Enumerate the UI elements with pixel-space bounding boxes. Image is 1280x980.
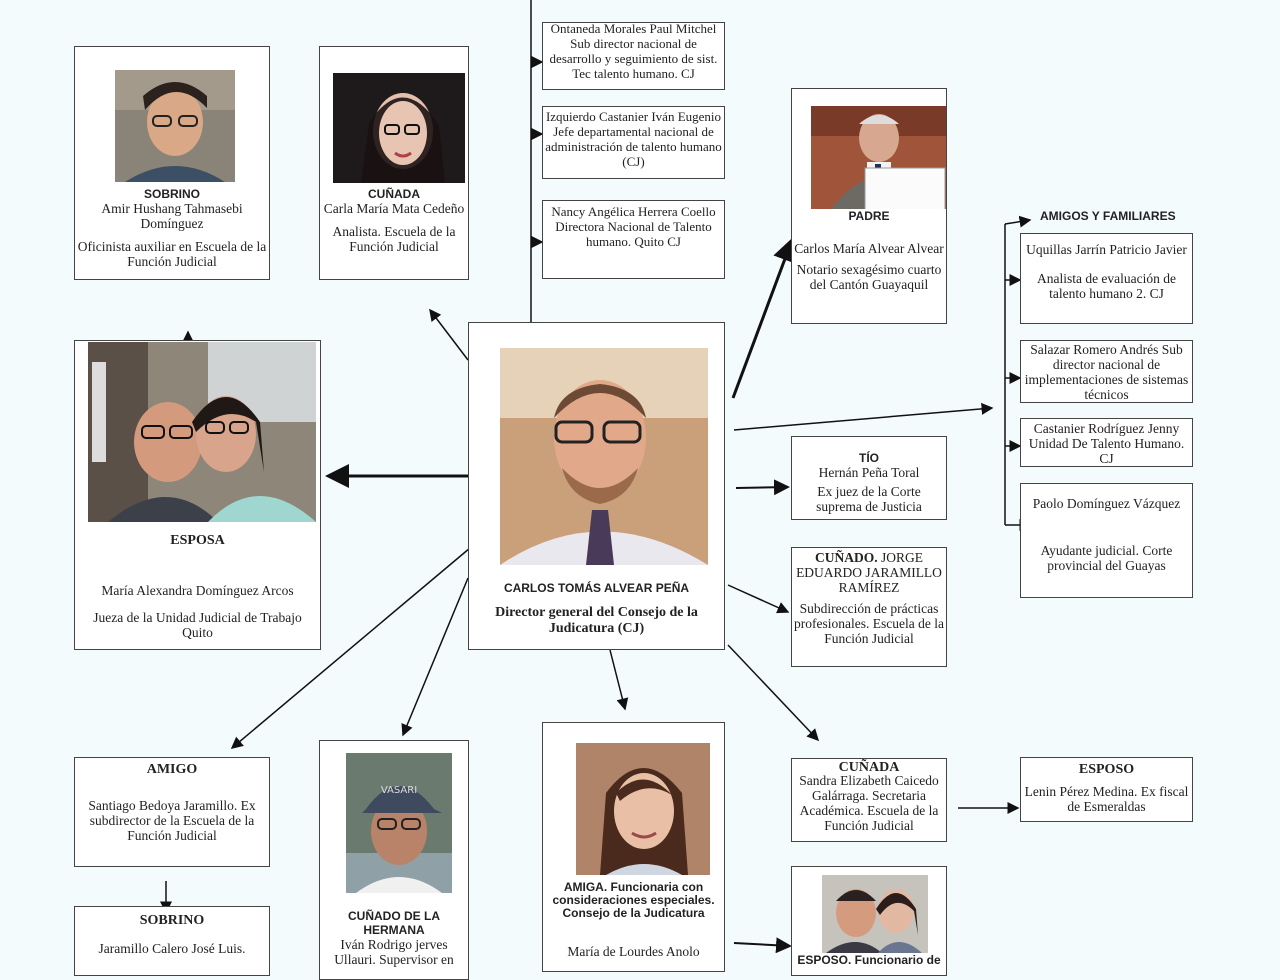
node-uquillas[interactable]: Uquillas Jarrín Patricio Javier Analista… <box>1020 233 1193 324</box>
node-name: Jaramillo Calero José Luis. <box>98 941 246 956</box>
node-cunado-hermana[interactable]: VASARI CUÑADO DE LA HERMANA Iván Rodrigo… <box>319 740 469 980</box>
node-label: TÍO <box>859 451 879 465</box>
node-role: Notario sexagésimo cuarto del Cantón Gua… <box>796 262 942 292</box>
center-role: Director general del Consejo de la Judic… <box>495 605 698 636</box>
node-amiga-lourdes[interactable]: AMIGA. Funcionaria con consideraciones e… <box>542 722 725 972</box>
node-cunado-jorge[interactable]: CUÑADO. JORGE EDUARDO JARAMILLO RAMÍREZ … <box>791 547 947 667</box>
node-role: Oficinista auxiliar en Escuela de la Fun… <box>77 239 267 269</box>
photo-padre <box>811 106 946 209</box>
node-name: Hernán Peña Toral <box>818 465 920 480</box>
node-label: CUÑADA <box>838 760 900 775</box>
node-herrera[interactable]: Nancy Angélica Herrera Coello Directora … <box>542 200 725 279</box>
node-name: María Alexandra Domínguez Arcos <box>101 583 294 598</box>
node-role: Subdirección de prácticas profesionales.… <box>794 601 944 646</box>
photo-esposa <box>88 342 316 522</box>
node-cunada-sandra[interactable]: CUÑADA Sandra Elizabeth Caicedo Galárrag… <box>791 758 947 842</box>
node-cunada-carla[interactable]: CUÑADA Carla María Mata Cedeño Analista.… <box>319 46 469 280</box>
node-castanier[interactable]: Castanier Rodríguez Jenny Unidad De Tale… <box>1020 418 1193 467</box>
amigos-title: AMIGOS Y FAMILIARES <box>1040 209 1176 223</box>
node-role: Jueza de la Unidad Judicial de Trabajo Q… <box>93 610 302 640</box>
node-amigo[interactable]: AMIGO Santiago Bedoya Jaramillo. Ex subd… <box>74 757 270 867</box>
node-tio[interactable]: TÍO Hernán Peña Toral Ex juez de la Cort… <box>791 436 947 520</box>
node-name: Salazar Romero Andrés Sub director nacio… <box>1024 342 1189 402</box>
node-label: ESPOSO <box>1078 762 1135 777</box>
node-text: Izquierdo Castanier Iván Eugenio Jefe de… <box>545 109 722 169</box>
node-name: CUÑADO. JORGE EDUARDO JARAMILLO RAMÍREZ <box>794 550 944 595</box>
node-label: AMIGA. Funcionaria con consideraciones e… <box>552 880 715 920</box>
node-name: Sandra Elizabeth Caicedo Galárraga. Secr… <box>799 773 939 833</box>
node-name: Santiago Bedoya Jaramillo. Ex subdirecto… <box>88 798 256 843</box>
photo-cunado-hermana: VASARI <box>346 753 452 893</box>
node-label: CUÑADO. <box>814 550 878 565</box>
photo-center <box>500 348 708 565</box>
node-name: Amir Hushang Tahmasebi Domínguez <box>101 201 243 231</box>
node-name: Paolo Domínguez Vázquez <box>1032 496 1181 511</box>
photo-amiga <box>576 743 710 875</box>
node-role: Analista de evaluación de talento humano… <box>1036 271 1177 301</box>
node-sobrino-amir[interactable]: SOBRINO Amir Hushang Tahmasebi Domínguez… <box>74 46 270 280</box>
node-name-text: JORGE EDUARDO JARAMILLO RAMÍREZ <box>796 550 942 595</box>
photo-esposo2 <box>822 875 928 953</box>
node-label: AMIGO <box>146 762 198 777</box>
node-label: CUÑADA <box>368 187 420 201</box>
node-paolo[interactable]: Paolo Domínguez Vázquez Ayudante judicia… <box>1020 483 1193 598</box>
node-izquierdo[interactable]: Izquierdo Castanier Iván Eugenio Jefe de… <box>542 106 725 179</box>
node-sobrino-jose[interactable]: SOBRINO Jaramillo Calero José Luis. <box>74 906 270 976</box>
node-name: Carlos María Alvear Alvear <box>794 241 944 256</box>
node-label: SOBRINO <box>143 187 200 201</box>
cap-text: VASARI <box>381 785 417 796</box>
node-esposa[interactable]: ESPOSA María Alexandra Domínguez Arcos J… <box>74 340 321 650</box>
node-name: Iván Rodrigo jerves Ullauri. Supervisor … <box>334 937 454 967</box>
node-padre[interactable]: PADRE Carlos María Alvear Alvear Notario… <box>791 88 947 324</box>
photo-cunada-carla <box>333 73 465 183</box>
node-label: ESPOSO. Funcionario de <box>797 953 941 967</box>
photo-sobrino-amir <box>115 70 235 182</box>
node-label: PADRE <box>848 209 890 223</box>
node-name: María de Lourdes Anolo <box>567 944 700 959</box>
node-role: Analista. Escuela de la Función Judicial <box>332 224 456 254</box>
node-name: Lenin Pérez Medina. Ex fiscal de Esmeral… <box>1024 784 1189 814</box>
node-salazar[interactable]: Salazar Romero Andrés Sub director nacio… <box>1020 340 1193 403</box>
node-center-carlos[interactable]: CARLOS TOMÁS ALVEAR PEÑA Director genera… <box>468 322 725 650</box>
node-esposo-lenin[interactable]: ESPOSO Lenin Pérez Medina. Ex fiscal de … <box>1020 757 1193 822</box>
node-name: Castanier Rodríguez Jenny Unidad De Tale… <box>1028 421 1185 466</box>
node-role: Ayudante judicial. Corte provincial del … <box>1040 543 1173 573</box>
center-name: CARLOS TOMÁS ALVEAR PEÑA <box>503 581 690 595</box>
node-role: Ex juez de la Corte suprema de Justicia <box>816 484 922 514</box>
node-label: ESPOSA <box>170 533 225 548</box>
node-ontaneda[interactable]: Ontaneda Morales Paul Mitchel Sub direct… <box>542 22 725 90</box>
node-label: SOBRINO <box>139 913 205 928</box>
node-label: CUÑADO DE LA HERMANA <box>348 909 440 937</box>
node-text: Ontaneda Morales Paul Mitchel Sub direct… <box>549 22 718 81</box>
node-text: Nancy Angélica Herrera Coello Directora … <box>551 204 716 249</box>
node-name: Uquillas Jarrín Patricio Javier <box>1026 242 1187 257</box>
node-name: Carla María Mata Cedeño <box>323 201 465 216</box>
